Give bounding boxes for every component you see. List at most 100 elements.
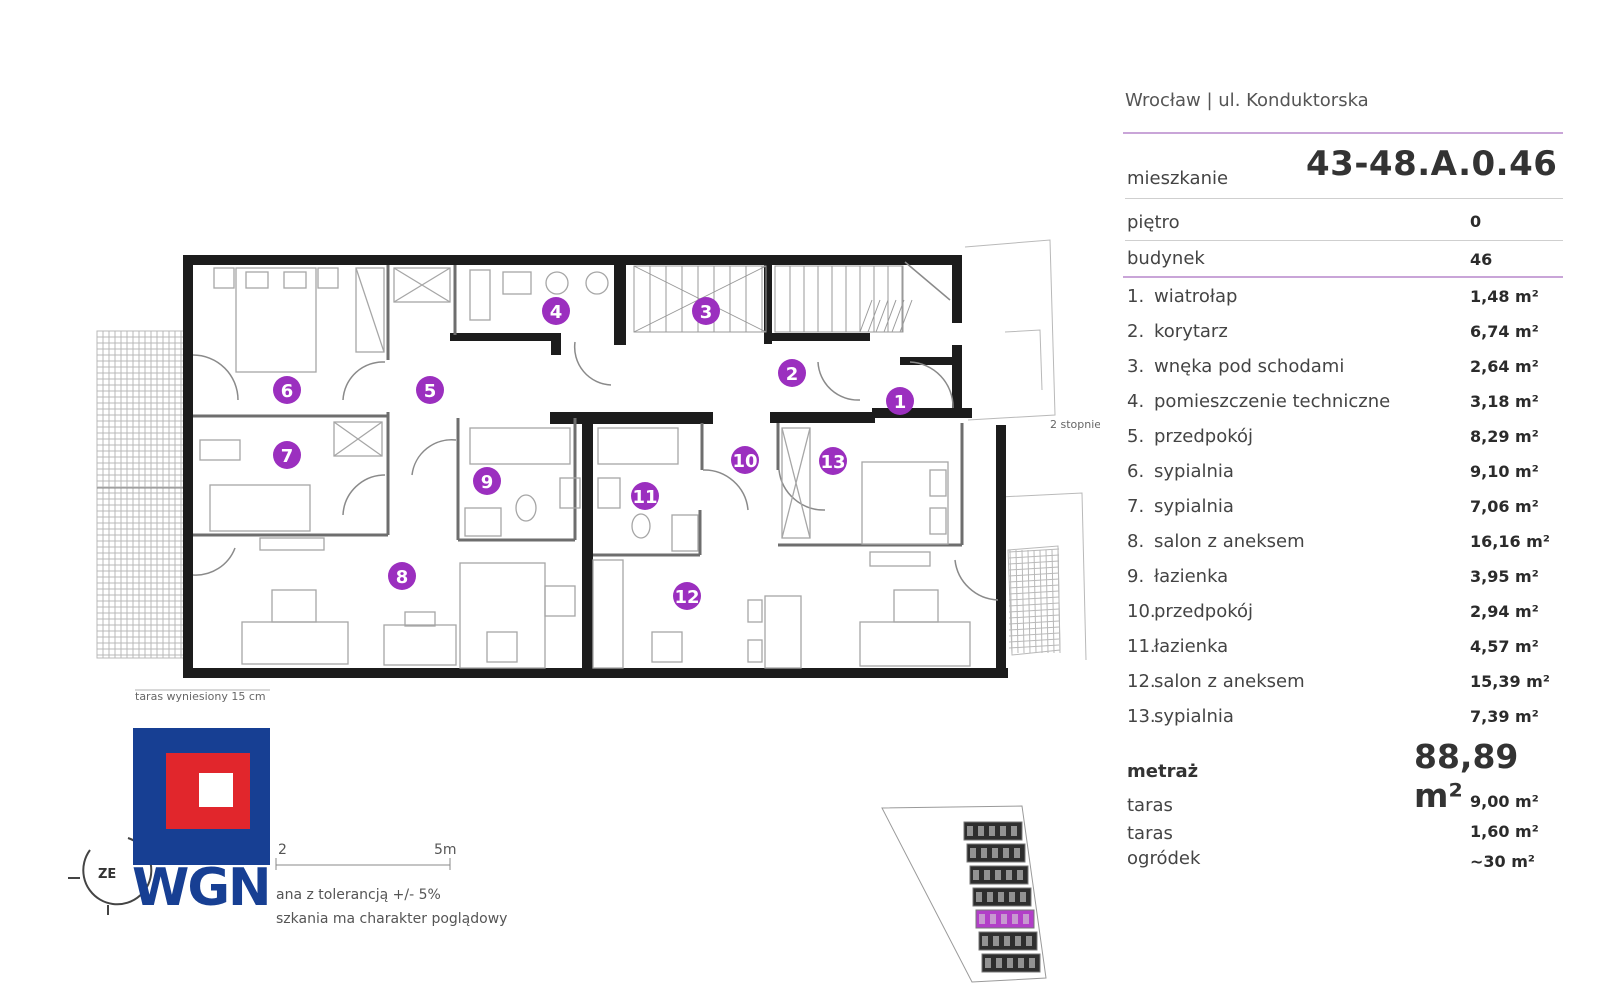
room-row: 3. wnęka pod schodami 2,64 m² [1125, 356, 1563, 386]
room-badge-11: 11 [631, 482, 659, 510]
floor-label: piętro [1127, 212, 1180, 233]
room-row: 5. przedpokój 8,29 m² [1125, 426, 1563, 456]
room-name: łazienka [1154, 566, 1229, 587]
walls [183, 255, 1008, 678]
right-terrace [964, 239, 1087, 661]
furniture [199, 267, 971, 669]
wgn-logo-icon [133, 728, 270, 865]
room-area: 9,10 m² [1470, 462, 1539, 481]
room-row: 6. sypialnia 9,10 m² [1125, 461, 1563, 491]
room-name: pomieszczenie techniczne [1154, 391, 1391, 412]
room-badge-12: 12 [673, 582, 701, 610]
svg-text:9: 9 [481, 472, 494, 493]
room-name: salon z aneksem [1154, 531, 1305, 552]
tolerance-note: ana z tolerancją +/- 5% [276, 887, 441, 903]
room-row: 10. przedpokój 2,94 m² [1125, 601, 1563, 631]
room-badge-7: 7 [273, 441, 301, 469]
svg-text:1: 1 [894, 392, 907, 413]
room-area: 6,74 m² [1470, 322, 1539, 341]
svg-text:2: 2 [786, 364, 799, 385]
room-badge-2: 2 [778, 359, 806, 387]
room-name: salon z aneksem [1154, 671, 1305, 692]
doors [192, 261, 999, 601]
svg-text:10: 10 [732, 451, 757, 472]
room-row: 4. pomieszczenie techniczne 3,18 m² [1125, 391, 1563, 421]
brand-name: WGN [132, 858, 272, 918]
room-row: 8. salon z aneksem 16,16 m² [1125, 531, 1563, 561]
scale-label-5m: 5m [434, 842, 457, 858]
svg-text:7: 7 [281, 446, 294, 467]
room-name: sypialnia [1154, 461, 1234, 482]
room-name: korytarz [1154, 321, 1228, 342]
room-badge-5: 5 [416, 376, 444, 404]
svg-text:11: 11 [632, 487, 657, 508]
svg-text:5: 5 [424, 381, 437, 402]
room-name: łazienka [1154, 636, 1229, 657]
room-area: 7,06 m² [1470, 497, 1539, 516]
total-area-value: 88,89 m² [1414, 737, 1519, 815]
location-text: Wrocław | ul. Konduktorska [1125, 90, 1369, 111]
room-name: przedpokój [1154, 426, 1254, 447]
room-area: 4,57 m² [1470, 637, 1539, 656]
extra-label: taras [1127, 823, 1173, 844]
room-name: sypialnia [1154, 496, 1234, 517]
room-badge-3: 3 [692, 297, 720, 325]
room-row: 1. wiatrołap 1,48 m² [1125, 286, 1563, 316]
room-badge-9: 9 [473, 467, 501, 495]
room-badge-10: 10 [731, 446, 759, 474]
room-row: 11. łazienka 4,57 m² [1125, 636, 1563, 666]
room-number: 9. [1127, 566, 1145, 587]
apartment-number: 43-48.A.0.46 [1306, 144, 1558, 184]
extra-label: taras [1127, 795, 1173, 816]
room-number: 12. [1127, 671, 1156, 692]
extra-label: ogródek [1127, 848, 1201, 869]
room-area: 3,18 m² [1470, 392, 1539, 411]
stairs [633, 265, 913, 333]
floor-plan: 1 2 3 4 5 6 7 8 9 10 11 12 13 2 stopnie … [68, 239, 1101, 983]
divider [1125, 198, 1563, 199]
room-name: przedpokój [1154, 601, 1254, 622]
site-key-plan [881, 805, 1047, 983]
building-label: budynek [1127, 248, 1205, 269]
room-number: 1. [1127, 286, 1145, 307]
room-area: 16,16 m² [1470, 532, 1550, 551]
room-area: 1,48 m² [1470, 287, 1539, 306]
room-area: 3,95 m² [1470, 567, 1539, 586]
svg-text:12: 12 [674, 587, 699, 608]
room-number: 11. [1127, 636, 1156, 657]
svg-text:6: 6 [281, 381, 294, 402]
total-area-label: metraż [1127, 761, 1199, 782]
room-area: 2,94 m² [1470, 602, 1539, 621]
svg-text:13: 13 [820, 452, 845, 473]
room-row: 7. sypialnia 7,06 m² [1125, 496, 1563, 526]
room-area: 8,29 m² [1470, 427, 1539, 446]
divider [1123, 276, 1563, 278]
room-name: wnęka pod schodami [1154, 356, 1345, 377]
apartment-label: mieszkanie [1127, 168, 1229, 189]
room-row: 13. sypialnia 7,39 m² [1125, 706, 1563, 736]
room-name: sypialnia [1154, 706, 1234, 727]
room-number: 5. [1127, 426, 1145, 447]
room-row: 12. salon z aneksem 15,39 m² [1125, 671, 1563, 701]
room-badges: 1 2 3 4 5 6 7 8 9 10 11 12 13 [273, 297, 914, 610]
floor-value: 0 [1470, 212, 1482, 231]
room-badge-1: 1 [886, 387, 914, 415]
room-number: 6. [1127, 461, 1145, 482]
room-area: 15,39 m² [1470, 672, 1550, 691]
apartment-info-panel: Wrocław | ul. Konduktorska mieszkanie 43… [1123, 82, 1570, 882]
partitions [193, 265, 964, 557]
scale-bar [275, 858, 451, 870]
room-number: 13. [1127, 706, 1156, 727]
svg-text:3: 3 [700, 302, 713, 323]
room-badge-4: 4 [542, 297, 570, 325]
stairs-note: 2 stopnie [1050, 418, 1100, 431]
svg-text:8: 8 [396, 567, 409, 588]
room-number: 3. [1127, 356, 1145, 377]
room-number: 2. [1127, 321, 1145, 342]
room-name: wiatrołap [1154, 286, 1238, 307]
room-row: 2. korytarz 6,74 m² [1125, 321, 1563, 351]
svg-text:4: 4 [550, 302, 563, 323]
compass-label: ZE [98, 867, 116, 882]
logo-white-square [199, 773, 233, 807]
extra-value: 9,00 m² [1470, 792, 1539, 811]
